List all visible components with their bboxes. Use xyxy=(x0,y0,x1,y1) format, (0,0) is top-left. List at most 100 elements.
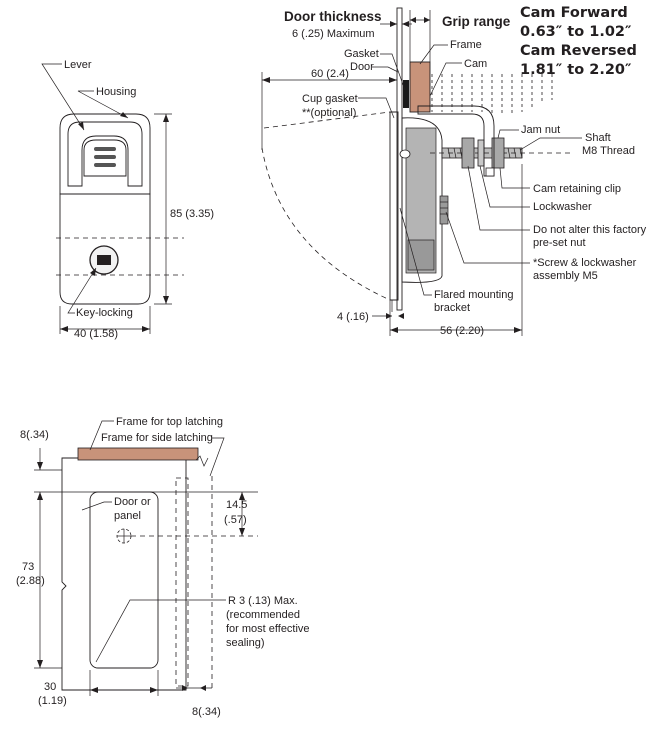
frame-break xyxy=(195,455,209,467)
key-locking-label: Key-locking xyxy=(76,307,133,319)
dim-14-inch: (.57) xyxy=(224,514,247,526)
cam-label: Cam xyxy=(464,58,487,70)
gasket xyxy=(403,80,409,108)
housing-cup xyxy=(401,117,443,283)
arrow xyxy=(390,21,397,27)
screw-line2: assembly M5 xyxy=(533,270,598,282)
side-view: Door thickness 6 (.25) Maximum Grip rang… xyxy=(261,7,647,337)
lockwasher-leader xyxy=(479,165,530,208)
dim-56-label: 56 (2.20) xyxy=(440,325,484,337)
arrow xyxy=(37,492,43,500)
m8-thread-label: M8 Thread xyxy=(582,145,635,157)
radius-leader xyxy=(95,599,226,663)
dim-30-label: 30 xyxy=(44,681,56,693)
lever-shape xyxy=(67,121,143,187)
cam-retaining-clip-label: Cam retaining clip xyxy=(533,183,621,195)
height-dim-label: 85 (3.35) xyxy=(170,208,214,220)
door-thickness-max: 6 (.25) Maximum xyxy=(292,28,375,40)
arrow xyxy=(390,327,398,333)
arrow xyxy=(90,687,98,693)
arrow xyxy=(163,296,169,304)
cam-forward-label: Cam Forward xyxy=(520,5,628,21)
grip-slot-2 xyxy=(94,155,116,159)
frame-leader xyxy=(419,44,448,65)
door-panel-leader xyxy=(81,501,112,511)
arrow xyxy=(120,112,128,118)
jam-nut-leader xyxy=(497,129,519,139)
door-thickness-label: Door thickness xyxy=(284,9,382,24)
screw-line1: *Screw & lockwasher xyxy=(533,257,637,269)
arrow xyxy=(163,114,169,122)
width-dim-label: 40 (1.58) xyxy=(74,328,118,340)
housing-label: Housing xyxy=(96,86,136,98)
frame-side-leader xyxy=(209,437,225,477)
arrow xyxy=(424,17,430,23)
panel-outer xyxy=(61,457,187,691)
arrow xyxy=(514,327,522,333)
panel-label: panel xyxy=(114,510,141,522)
dim-73-inch: (2.88) xyxy=(16,575,45,587)
nut-1 xyxy=(461,137,475,169)
frame-top-label: Frame for top latching xyxy=(116,416,223,428)
dim-60-label: 60 (2.4) xyxy=(311,68,349,80)
arrow xyxy=(150,687,158,693)
arrow xyxy=(262,77,270,83)
frame-top-latching xyxy=(77,447,199,461)
arrow xyxy=(200,685,206,691)
shaft-label: Shaft xyxy=(585,132,611,144)
arrow xyxy=(78,122,84,130)
arrow xyxy=(410,17,416,23)
key-slot xyxy=(97,255,111,265)
arrow xyxy=(37,660,43,668)
housing-body xyxy=(59,193,151,305)
door-or-label: Door or xyxy=(114,496,151,508)
cup-gasket-label: Cup gasket xyxy=(302,93,358,105)
gasket-leader xyxy=(380,53,406,91)
radius-line1: R 3 (.13) Max. xyxy=(228,595,298,607)
arrow xyxy=(239,528,245,536)
lever-leader xyxy=(41,63,85,131)
housing-inner-block xyxy=(407,239,435,271)
cam-reversed-range: 1.81″ to 2.20″ xyxy=(520,62,632,78)
radius-line3: for most effective xyxy=(226,623,310,635)
cam-leader xyxy=(429,62,462,97)
lever-swing-arc-upper xyxy=(263,111,391,129)
frame-top-leader xyxy=(89,420,114,451)
arrow xyxy=(90,268,96,276)
cam-ranges: Cam Forward 0.63″ to 1.02″ Cam Reversed … xyxy=(520,5,637,78)
cam-swing-dashes xyxy=(431,74,553,116)
radius-line2: (recommended xyxy=(226,609,300,621)
dim-8-top-label: 8(.34) xyxy=(20,429,49,441)
front-view: 85 (3.35) 40 (1.58) Lever Housing Key-lo… xyxy=(41,59,214,340)
lever-swing-arc xyxy=(261,147,391,301)
arrow xyxy=(182,685,188,691)
housing-top xyxy=(59,113,151,195)
arrow xyxy=(398,313,404,319)
arrow xyxy=(142,326,150,332)
key-locking-leader xyxy=(67,267,97,314)
arrow xyxy=(386,313,392,319)
lever-label: Lever xyxy=(64,59,92,71)
flared-line2: bracket xyxy=(434,302,470,314)
arrow xyxy=(60,326,68,332)
door-label: Door xyxy=(350,61,374,73)
grip-range-label: Grip range xyxy=(442,14,511,29)
preset-nut xyxy=(439,195,449,225)
screw-leader xyxy=(445,211,530,264)
lockwasher-part xyxy=(485,167,495,177)
arrow xyxy=(37,462,43,470)
do-not-alter-line2: pre-set nut xyxy=(533,237,586,249)
do-not-alter-line1: Do not alter this factory xyxy=(533,224,647,236)
flared-leader xyxy=(399,207,432,296)
preset-nut-leader xyxy=(467,165,530,231)
shaft-leader xyxy=(519,137,582,151)
cutout-view: 8(.34) 73 (2.88) 30 (1.19) 14.5 (.57) 8(… xyxy=(16,416,310,718)
housing-side-body xyxy=(389,111,399,301)
dim-73-label: 73 xyxy=(22,561,34,573)
clip-leader xyxy=(499,167,530,189)
jam-nut-label: Jam nut xyxy=(521,124,560,136)
pivot-slot xyxy=(399,149,411,159)
housing-leader xyxy=(77,90,129,119)
cam-reversed-label: Cam Reversed xyxy=(520,43,637,59)
